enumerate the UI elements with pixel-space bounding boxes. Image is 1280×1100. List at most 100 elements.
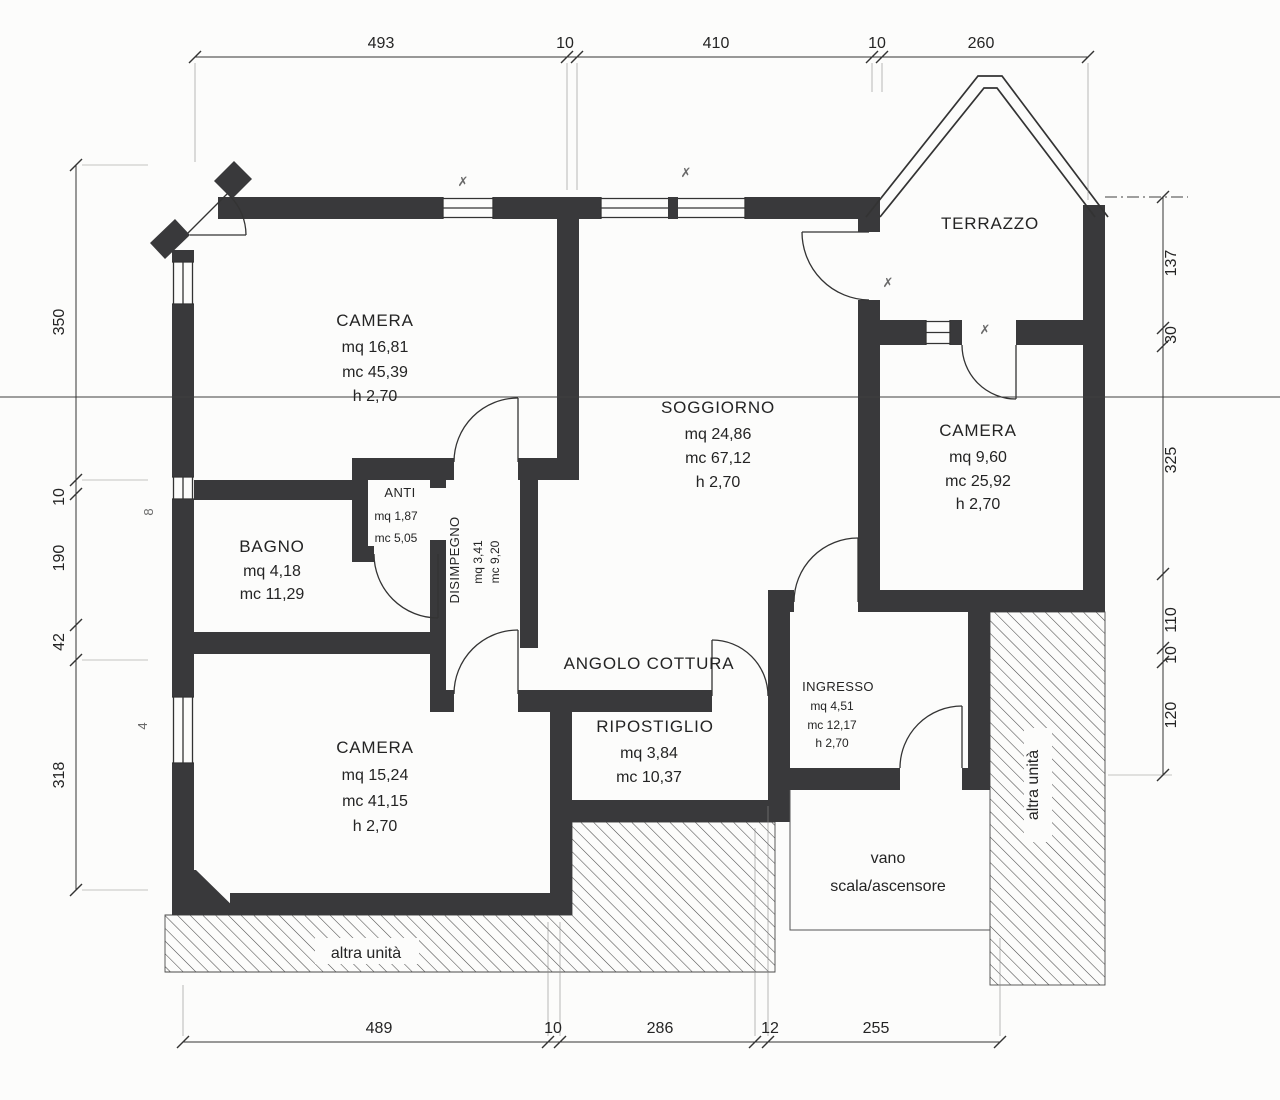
room-name: CAMERA bbox=[336, 738, 414, 757]
dim-right-5: 10 bbox=[1163, 646, 1180, 664]
dim-bottom-3: 286 bbox=[647, 1020, 674, 1037]
stairwell-line1: vano bbox=[871, 850, 906, 867]
room-disimpegno-label: DISIMPEGNO mq 3,41 mc 9,20 bbox=[447, 516, 502, 603]
room-name: SOGGIORNO bbox=[661, 398, 775, 417]
window-left-camera-sw bbox=[172, 696, 194, 764]
dim-top-3: 410 bbox=[703, 35, 730, 52]
dim-bottom-5: 255 bbox=[863, 1020, 890, 1037]
dim-left-1: 350 bbox=[51, 309, 68, 336]
door-camera-sw bbox=[453, 629, 519, 695]
room-angolo-cottura-label: ANGOLO COTTURA bbox=[564, 654, 735, 673]
scan-marks: ✗ ✗ ✗ ✗ 8 4 bbox=[135, 165, 990, 730]
room-h: h 2,70 bbox=[353, 388, 398, 405]
dimension-line-bottom: 489 10 286 12 255 bbox=[176, 806, 1007, 1049]
room-h: h 2,70 bbox=[815, 736, 849, 750]
room-mc: mc 10,37 bbox=[616, 769, 682, 786]
room-mc: mc 67,12 bbox=[685, 450, 751, 467]
stairwell-outline bbox=[789, 790, 991, 931]
room-mc: mc 11,29 bbox=[240, 586, 305, 603]
window-left-bagno bbox=[172, 476, 194, 500]
scan-mark: ✗ bbox=[458, 174, 469, 189]
room-mq: mq 3,41 bbox=[471, 540, 485, 584]
room-camera-e-label: CAMERA mq 9,60 mc 25,92 h 2,70 bbox=[939, 421, 1017, 513]
scan-mark: 4 bbox=[135, 722, 150, 729]
windows bbox=[172, 197, 951, 764]
doors bbox=[187, 192, 1017, 769]
room-name: BAGNO bbox=[239, 537, 304, 556]
room-name: CAMERA bbox=[336, 311, 414, 330]
door-apartment-entrance bbox=[899, 705, 963, 769]
dim-left-5: 318 bbox=[51, 762, 68, 789]
dim-bottom-1: 489 bbox=[366, 1020, 393, 1037]
room-name: INGRESSO bbox=[802, 679, 874, 694]
room-mq: mq 15,24 bbox=[342, 767, 409, 784]
dim-right-6: 120 bbox=[1163, 702, 1180, 729]
room-mq: mq 4,18 bbox=[243, 563, 301, 580]
dim-left-3: 190 bbox=[51, 545, 68, 572]
dim-left-4: 42 bbox=[51, 633, 68, 651]
scan-mark: ✗ bbox=[883, 275, 894, 290]
terrazzo-parapet bbox=[865, 75, 1109, 218]
stairwell-label: vano scala/ascensore bbox=[830, 850, 946, 895]
adjacent-unit-hatch-areas bbox=[164, 611, 1106, 986]
room-mc: mc 12,17 bbox=[807, 718, 857, 732]
altra-unita-south: altra unità bbox=[331, 945, 401, 962]
room-bagno-label: BAGNO mq 4,18 mc 11,29 bbox=[239, 537, 304, 603]
room-mq: mq 24,86 bbox=[685, 426, 752, 443]
dim-left-2: 10 bbox=[51, 488, 68, 506]
stairwell-line2: scala/ascensore bbox=[830, 878, 946, 895]
altra-unita-east: altra unità bbox=[1025, 750, 1042, 820]
room-name: CAMERA bbox=[939, 421, 1017, 440]
room-mq: mq 1,87 bbox=[374, 509, 418, 523]
door-soggiorno-ingresso bbox=[793, 537, 859, 603]
room-anti-label: ANTI mq 1,87 mc 5,05 bbox=[374, 485, 418, 545]
door-camera-nw bbox=[453, 397, 519, 463]
dim-right-1: 137 bbox=[1163, 250, 1180, 277]
dim-right-3: 325 bbox=[1163, 447, 1180, 474]
dim-right-2: 30 bbox=[1163, 326, 1180, 344]
dimension-line-right: 137 30 325 110 10 120 bbox=[1156, 190, 1180, 782]
room-h: h 2,70 bbox=[696, 474, 741, 491]
room-soggiorno-label: SOGGIORNO mq 24,86 mc 67,12 h 2,70 bbox=[661, 398, 775, 491]
room-camera-nw-label: CAMERA mq 16,81 mc 45,39 h 2,70 bbox=[336, 311, 414, 405]
scan-mark: ✗ bbox=[980, 322, 991, 337]
room-mc: mc 9,20 bbox=[488, 540, 502, 583]
room-name: RIPOSTIGLIO bbox=[596, 717, 713, 736]
window-left-camera-nw bbox=[172, 261, 194, 305]
room-h: h 2,70 bbox=[353, 818, 398, 835]
scan-mark: ✗ bbox=[681, 165, 692, 180]
dimension-line-left: 350 10 190 42 318 bbox=[51, 158, 148, 897]
room-mq: mq 3,84 bbox=[620, 745, 678, 762]
hatch-label-backing-east bbox=[1024, 728, 1052, 842]
door-ripostiglio bbox=[711, 639, 769, 697]
room-name: TERRAZZO bbox=[941, 214, 1039, 233]
room-mc: mc 25,92 bbox=[945, 473, 1011, 490]
room-h: h 2,70 bbox=[956, 496, 1001, 513]
room-name: DISIMPEGNO bbox=[447, 516, 462, 603]
dim-bottom-2: 10 bbox=[544, 1020, 562, 1037]
window-top-left bbox=[442, 197, 494, 219]
room-ingresso-label: INGRESSO mq 4,51 mc 12,17 h 2,70 bbox=[802, 679, 874, 750]
dim-top-1: 493 bbox=[368, 35, 395, 52]
hatch-label-backing-south bbox=[315, 938, 419, 964]
window-mullion bbox=[668, 197, 678, 219]
room-name: ANGOLO COTTURA bbox=[564, 654, 735, 673]
room-mc: mc 41,15 bbox=[342, 793, 408, 810]
dim-bottom-4: 12 bbox=[761, 1020, 779, 1037]
room-terrazzo-label: TERRAZZO bbox=[941, 214, 1039, 233]
window-terrazzo-camera bbox=[925, 320, 951, 345]
dim-top-5: 260 bbox=[968, 35, 995, 52]
room-camera-sw-label: CAMERA mq 15,24 mc 41,15 h 2,70 bbox=[336, 738, 414, 835]
room-mq: mq 9,60 bbox=[949, 449, 1007, 466]
scan-mark: 8 bbox=[141, 508, 156, 515]
room-labels: CAMERA mq 16,81 mc 45,39 h 2,70 TERRAZZO… bbox=[239, 214, 1042, 962]
room-mq: mq 16,81 bbox=[342, 339, 409, 356]
room-mc: mc 45,39 bbox=[342, 364, 408, 381]
dim-top-2: 10 bbox=[556, 35, 574, 52]
door-bagno bbox=[373, 553, 439, 619]
adjacent-unit-labels: altra unità altra unità bbox=[331, 750, 1042, 962]
door-terrazzo bbox=[801, 231, 870, 301]
dimension-line-top: 493 10 410 10 260 bbox=[188, 35, 1095, 200]
room-mq: mq 4,51 bbox=[810, 699, 854, 713]
